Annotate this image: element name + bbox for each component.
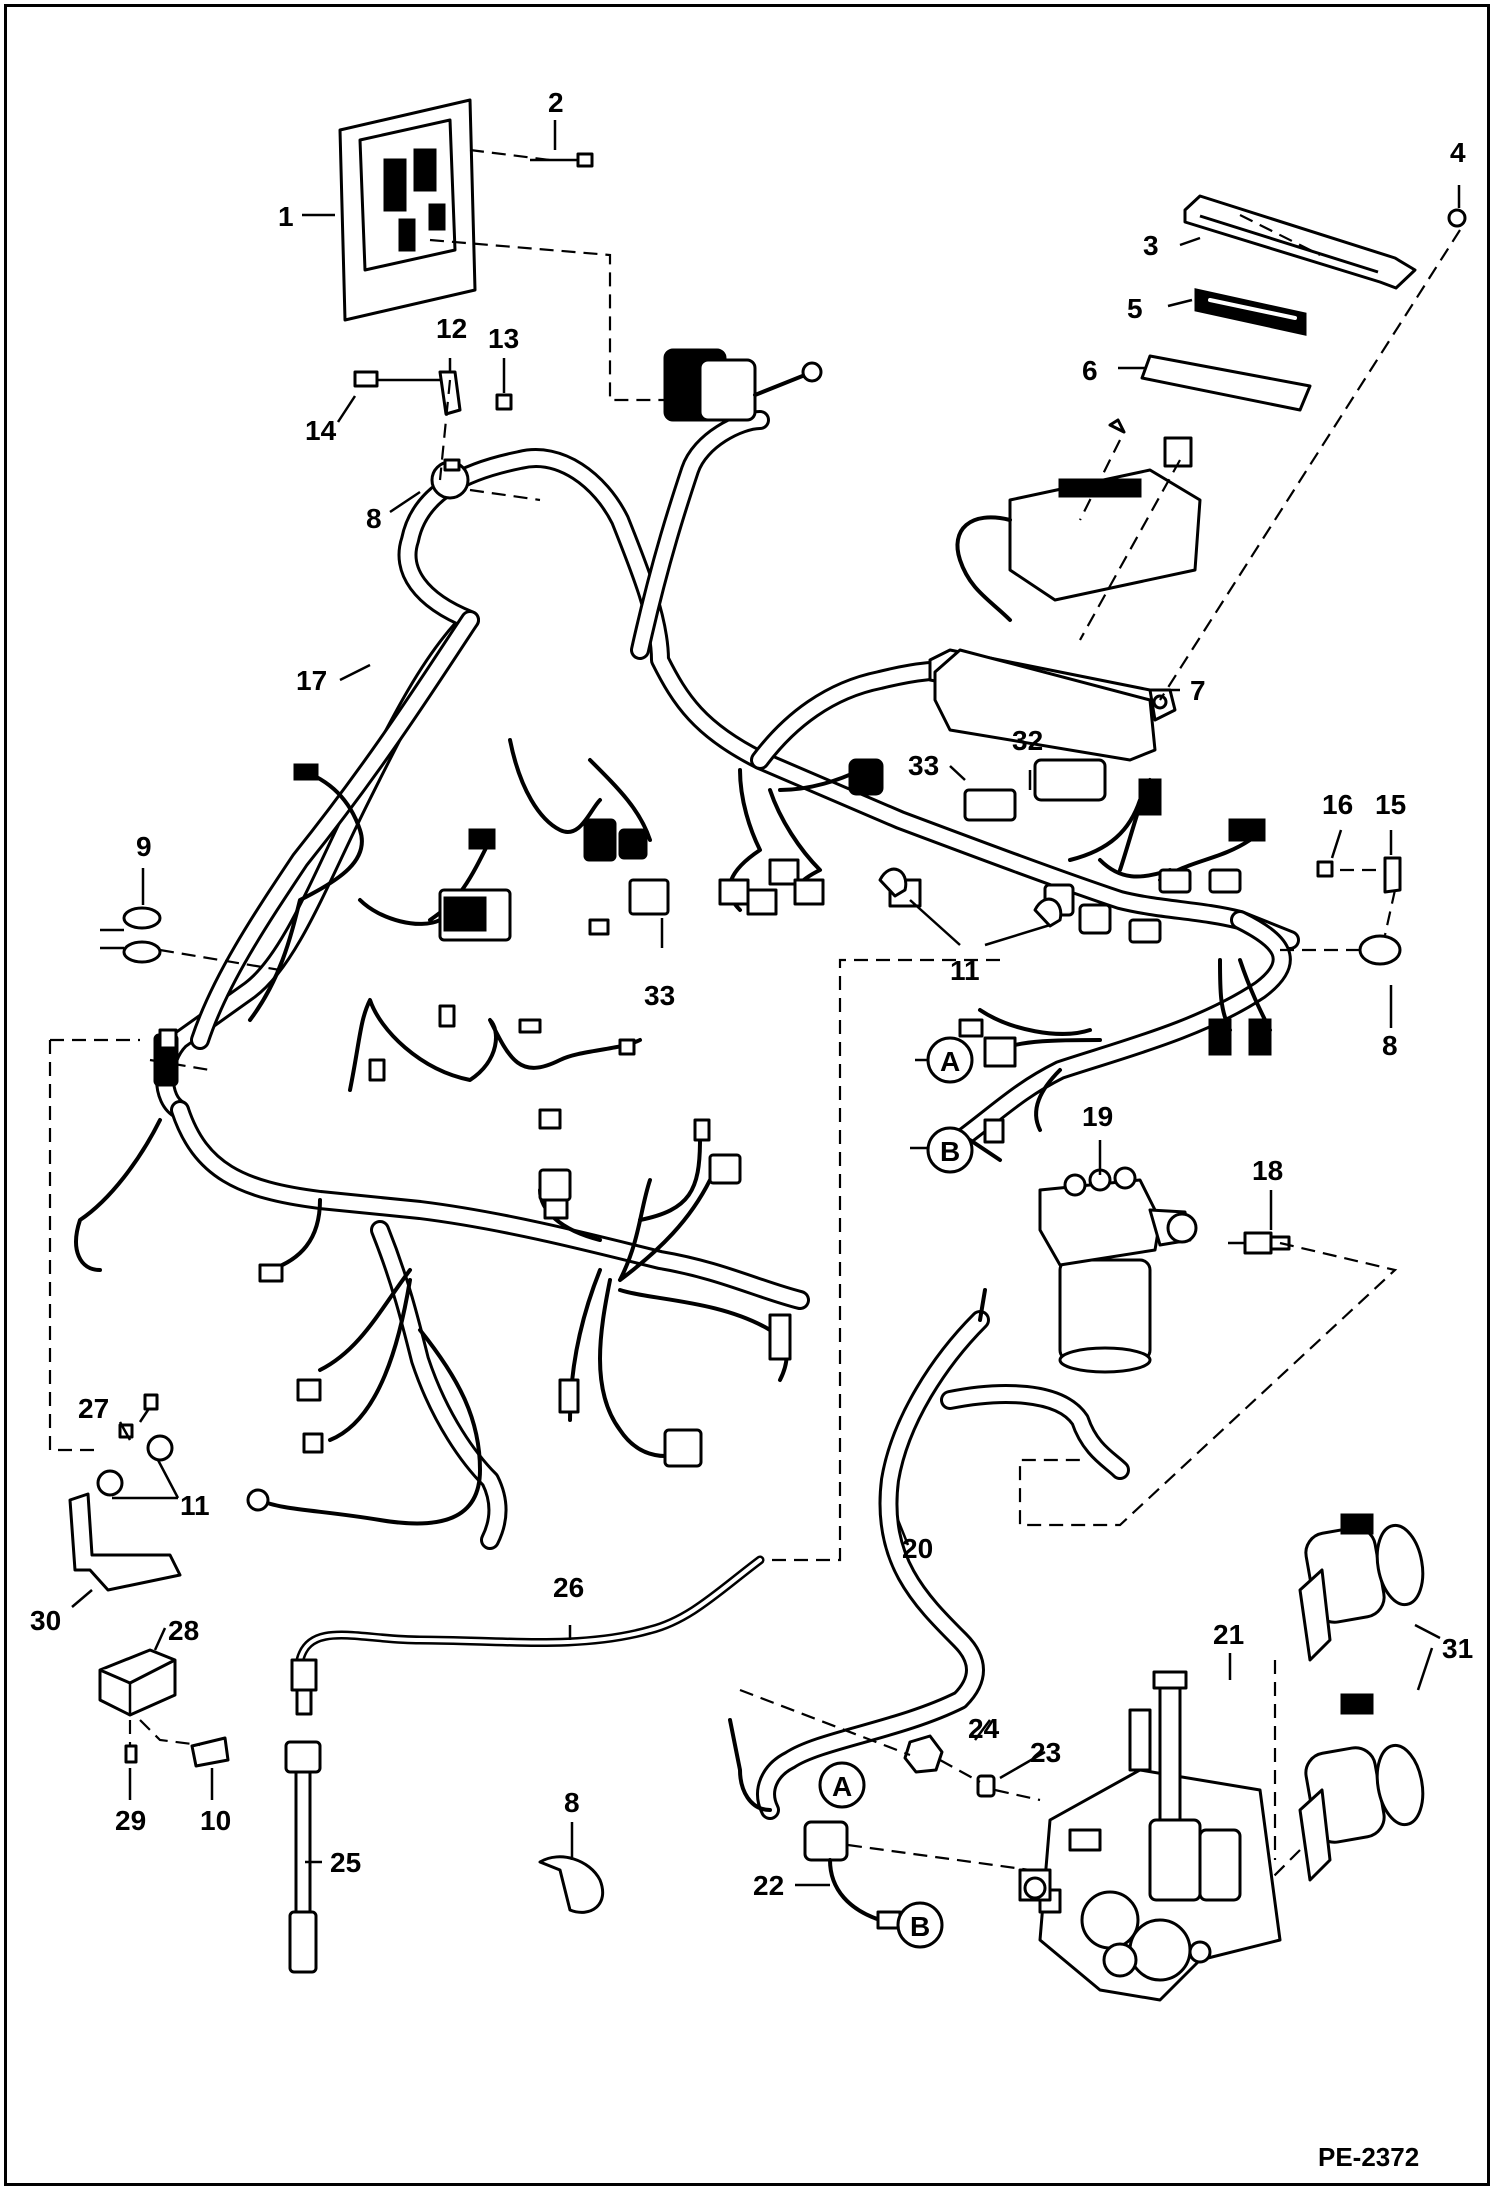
screw-2: [530, 152, 594, 168]
callout-28: 28: [168, 1615, 199, 1646]
callout-30: 30: [30, 1605, 61, 1636]
relay-28: [98, 1648, 177, 1717]
drawing-border: [4, 4, 1490, 2186]
fuel-sender: [284, 1658, 322, 1974]
bracket-hardware: [96, 1393, 174, 1497]
injection-pump: [1018, 1670, 1282, 2002]
callout-20: 20: [902, 1533, 933, 1564]
clamp-bolt-15-16: [1316, 856, 1402, 894]
dashed-leaders: [48, 148, 1461, 1881]
solenoids-31: [1298, 1513, 1425, 1882]
loop-clamp-right: [1358, 934, 1402, 966]
callout-10: 10: [200, 1805, 231, 1836]
callout-33-right: 33: [908, 750, 939, 781]
callout-1: 1: [278, 201, 294, 232]
callout-21: 21: [1213, 1619, 1244, 1650]
callout-9: 9: [136, 831, 152, 862]
sub-harness-26: [295, 1555, 765, 1665]
screw-29: [124, 1744, 138, 1764]
callout-32: 32: [1012, 725, 1043, 756]
callout-2: 2: [548, 87, 564, 118]
callout-3: 3: [1143, 230, 1159, 261]
callout-19: 19: [1082, 1101, 1113, 1132]
callout-33-left: 33: [644, 980, 675, 1011]
connection-a-lower: A: [832, 1771, 852, 1802]
callout-leaders: [71, 120, 1461, 1887]
harness-connectors: [153, 758, 1272, 1512]
fuel-sensor: [1228, 1231, 1291, 1255]
callout-11-lower: 11: [180, 1490, 210, 1521]
callout-11-upper: 11: [950, 955, 980, 986]
callout-numbers: 2 1 3 4 5 6 7 12 13 14 8 17 9 33 33 32 1…: [30, 87, 1473, 1901]
loop-clamp-lower: [538, 1855, 605, 1914]
callout-6: 6: [1082, 355, 1098, 386]
loop-clamp-upper: [430, 458, 470, 500]
connection-a-upper: A: [940, 1046, 960, 1077]
callout-14: 14: [305, 415, 337, 446]
relay-small: [1108, 418, 1193, 468]
sub-harness-20: [728, 1288, 1130, 1820]
fuse-strip: [1194, 288, 1307, 336]
callout-24: 24: [968, 1713, 1000, 1744]
callout-12: 12: [436, 313, 467, 344]
drawing-id: PE-2372: [1318, 2142, 1419, 2172]
callout-7: 7: [1190, 675, 1206, 706]
harness-branch-wires: [74, 738, 1272, 1526]
callout-16: 16: [1322, 789, 1353, 820]
connection-b-lower: B: [910, 1911, 930, 1942]
fittings-23-24: [903, 1734, 996, 1798]
controller-connector: [663, 348, 823, 422]
callout-5: 5: [1127, 293, 1143, 324]
callout-17: 17: [296, 665, 327, 696]
callout-31: 31: [1442, 1633, 1473, 1664]
solenoid-22: [803, 1820, 902, 1930]
fuse-relay-box: [928, 468, 1202, 762]
callout-23: 23: [1030, 1737, 1061, 1768]
callout-15: 15: [1375, 789, 1406, 820]
callout-18: 18: [1252, 1155, 1283, 1186]
callout-25: 25: [330, 1847, 361, 1878]
callout-8-lower: 8: [564, 1787, 580, 1818]
connection-markers: A B A B: [818, 1036, 974, 1949]
callout-26: 26: [553, 1572, 584, 1603]
callout-27: 27: [78, 1393, 109, 1424]
callout-29: 29: [115, 1805, 146, 1836]
loop-clamps-11: [878, 867, 1063, 928]
fuse-panel-cover: [1183, 194, 1417, 290]
callout-4: 4: [1450, 137, 1466, 168]
nut-4: [1447, 208, 1467, 228]
relay-bracket: [68, 1492, 182, 1592]
fuel-filter: [1038, 1166, 1198, 1374]
callout-22: 22: [753, 1870, 784, 1901]
clamp-hardware: [353, 370, 513, 416]
relay-decal: [190, 1736, 230, 1768]
callout-8-right: 8: [1382, 1030, 1398, 1061]
controller-module: [338, 98, 477, 322]
wire-ties: [100, 906, 162, 964]
fuse-decal: [1140, 354, 1312, 412]
callout-8: 8: [366, 503, 382, 534]
callout-13: 13: [488, 323, 519, 354]
connection-b-upper: B: [940, 1136, 960, 1167]
